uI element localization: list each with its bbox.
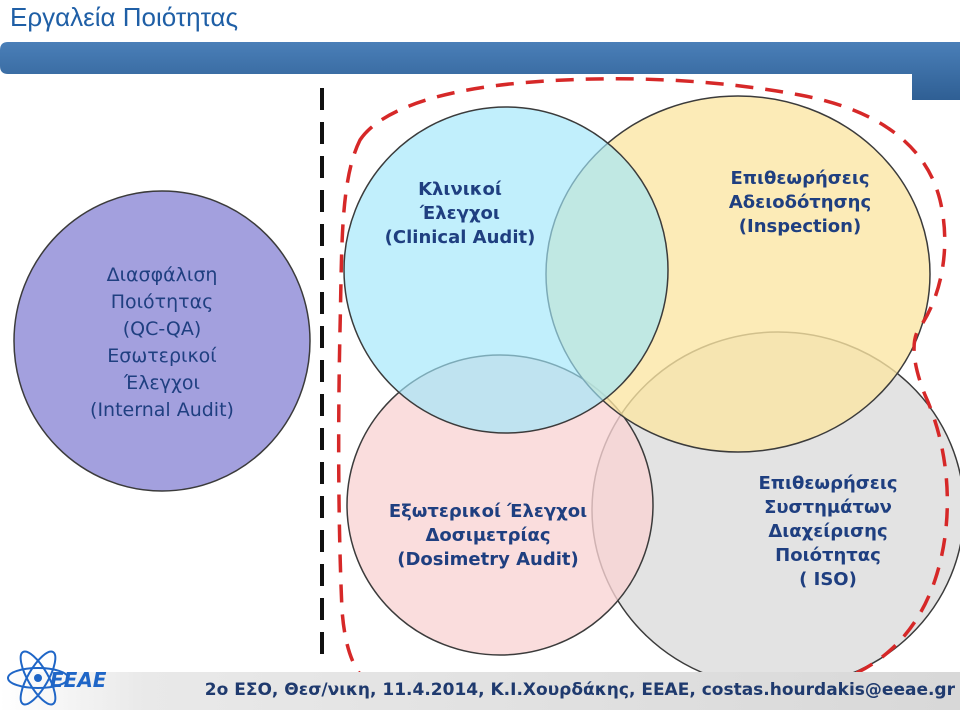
eeae-atom-logo-icon — [7, 650, 69, 706]
inspection-label-line-3: (Inspection) — [738, 216, 862, 237]
iso-label: Επιθεωρήσεις Συστημάτων Διαχείρισης Ποιό… — [728, 472, 928, 592]
iso-label-line-2: Συστημάτων — [764, 497, 892, 518]
title-bar — [0, 42, 960, 100]
internal-label-line-1: Διασφάλιση — [106, 264, 218, 286]
dosimetry-label-line-2: Δοσιμετρίας — [425, 525, 551, 546]
iso-label-line-4: Ποιότητας — [775, 545, 881, 566]
footer-text: 2ο ΕΣΟ, Θεσ/νικη, 11.4.2014, Κ.Ι.Χουρδάκ… — [204, 680, 955, 700]
clinical-label-line-2: Έλεγχοι — [420, 203, 500, 224]
inspection-label: Επιθεωρήσεις Αδειοδότησης (Inspection) — [700, 167, 900, 239]
inspection-label-line-1: Επιθεωρήσεις — [730, 168, 870, 189]
internal-label-line-5: Έλεγχοι — [124, 372, 200, 394]
internal-label-line-2: Ποιότητας — [110, 291, 214, 313]
slide-title: Εργαλεία Ποιότητας — [10, 2, 239, 32]
internal-audit-label: Διασφάλιση Ποιότητας (QC-QA) Εσωτερικοί … — [42, 262, 282, 424]
inspection-label-line-2: Αδειοδότησης — [728, 192, 872, 213]
footer-band — [0, 672, 960, 710]
iso-label-line-3: Διαχείρισης — [768, 521, 888, 542]
internal-label-line-4: Εσωτερικοί — [107, 345, 217, 367]
internal-audit-circle — [13, 190, 311, 492]
clinical-label-line-1: Κλινικοί — [418, 179, 502, 200]
internal-label-line-6: (Internal Audit) — [90, 399, 234, 421]
iso-label-line-5: ( ISO) — [799, 569, 857, 590]
dosimetry-label-line-3: (Dosimetry Audit) — [397, 549, 579, 570]
dosimetry-label-line-1: Εξωτερικοί Έλεγχοι — [388, 501, 588, 522]
iso-label-line-1: Επιθεωρήσεις — [758, 473, 898, 494]
clinical-audit-label: Κλινικοί Έλεγχοι (Clinical Audit) — [370, 178, 550, 250]
eeae-logo-text: EEAE — [50, 668, 107, 692]
red-dashed-boundary — [336, 77, 950, 707]
dosimetry-label: Εξωτερικοί Έλεγχοι Δοσιμετρίας (Dosimetr… — [368, 500, 608, 572]
clinical-label-line-3: (Clinical Audit) — [384, 227, 536, 248]
clinical-circle — [343, 106, 669, 434]
internal-label-line-3: (QC-QA) — [122, 318, 202, 340]
